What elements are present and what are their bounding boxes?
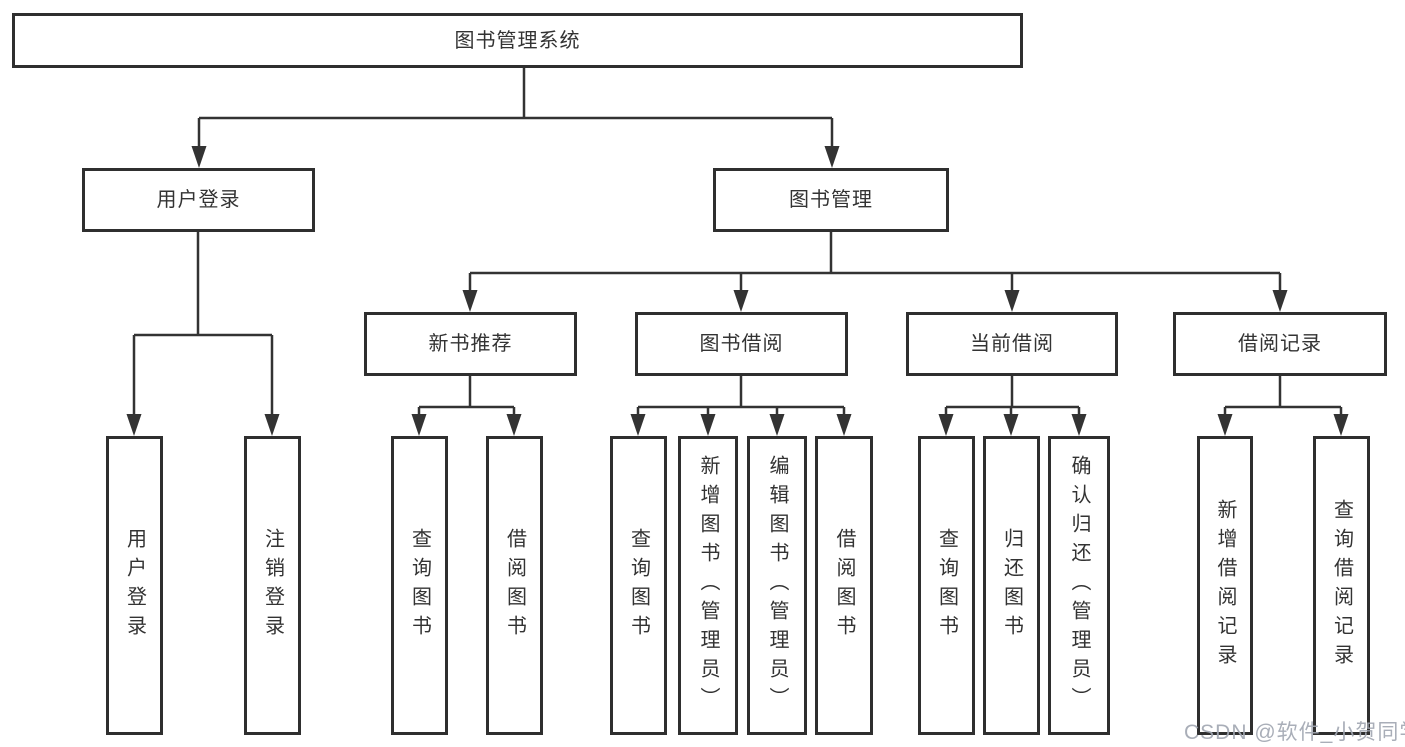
arrowhead-icon (462, 290, 478, 312)
node-leaf-borrow-books-recommend: 借阅图书 (486, 436, 543, 735)
node-root-system: 图书管理系统 (12, 13, 1023, 68)
node-label: 借阅记录 (1238, 333, 1322, 355)
node-leaf-borrow-books: 借阅图书 (815, 436, 873, 735)
node-label: 新书推荐 (428, 333, 513, 355)
node-label: 图书管理系统 (454, 29, 581, 52)
arrowhead-icon (1272, 290, 1288, 312)
arrowhead-icon (824, 146, 840, 168)
arrowhead-icon (1333, 414, 1349, 436)
node-label: 查询图书 (627, 527, 650, 644)
node-label: 新增借阅记录 (1214, 498, 1236, 673)
node-label: 查询图书 (408, 527, 431, 644)
connector-records-to-leaves (1223, 376, 1343, 430)
arrowhead-icon (630, 414, 646, 436)
arrowhead-icon (506, 414, 522, 436)
node-label: 编辑图书（管理员） (766, 455, 788, 716)
node-label: 借阅图书 (503, 527, 526, 644)
node-label: 用户登录 (123, 527, 146, 644)
node-leaf-user-login: 用户登录 (106, 436, 163, 735)
node-leaf-logout: 注销登录 (244, 436, 301, 735)
arrowhead-icon (1004, 290, 1020, 312)
node-label: 借阅图书 (833, 527, 855, 644)
node-label: 用户登录 (156, 189, 241, 211)
node-new-book-recommend: 新书推荐 (364, 312, 577, 376)
node-label: 确认归还（管理员） (1068, 455, 1090, 716)
node-label: 归还图书 (1000, 527, 1023, 644)
arrowhead-icon (1071, 414, 1087, 436)
connector-root-to-level2 (197, 68, 834, 162)
node-leaf-query-borrow-record: 查询借阅记录 (1313, 436, 1370, 735)
arrowheads (126, 146, 1349, 436)
connector-bookmgmt-to-level3 (468, 232, 1282, 306)
connector-newbook-to-leaves (417, 376, 516, 430)
node-leaf-return-books: 归还图书 (983, 436, 1040, 735)
node-leaf-query-books-recommend: 查询图书 (391, 436, 448, 735)
node-label: 新增图书（管理员） (697, 455, 719, 716)
node-current-borrow: 当前借阅 (906, 312, 1118, 376)
node-label: 图书管理 (789, 189, 873, 211)
node-label: 图书借阅 (699, 333, 784, 355)
connector-bookborrow-to-leaves (636, 376, 846, 430)
node-label: 注销登录 (261, 527, 284, 644)
node-user-login: 用户登录 (82, 168, 315, 232)
node-label: 当前借阅 (970, 333, 1054, 355)
arrowhead-icon (769, 414, 785, 436)
arrowhead-icon (191, 146, 207, 168)
node-label: 查询图书 (935, 527, 958, 644)
arrowhead-icon (411, 414, 427, 436)
node-book-borrow: 图书借阅 (635, 312, 848, 376)
node-borrow-records: 借阅记录 (1173, 312, 1387, 376)
connector-userlogin-to-leaves (132, 232, 274, 430)
node-leaf-query-books-borrow: 查询图书 (610, 436, 667, 735)
node-leaf-query-books-current: 查询图书 (918, 436, 975, 735)
arrowhead-icon (733, 290, 749, 312)
node-leaf-edit-books-admin: 编辑图书（管理员） (747, 436, 807, 735)
arrowhead-icon (1217, 414, 1233, 436)
node-leaf-confirm-return-admin: 确认归还（管理员） (1048, 436, 1110, 735)
arrowhead-icon (264, 414, 280, 436)
arrowhead-icon (700, 414, 716, 436)
arrowhead-icon (126, 414, 142, 436)
csdn-watermark: CSDN @软件_小贺同学 (1184, 721, 1405, 744)
node-book-management: 图书管理 (713, 168, 949, 232)
node-leaf-add-books-admin: 新增图书（管理员） (678, 436, 738, 735)
arrowhead-icon (1003, 414, 1019, 436)
arrowhead-icon (938, 414, 954, 436)
arrowhead-icon (836, 414, 852, 436)
node-leaf-add-borrow-record: 新增借阅记录 (1197, 436, 1253, 735)
node-label: 查询借阅记录 (1330, 498, 1353, 673)
